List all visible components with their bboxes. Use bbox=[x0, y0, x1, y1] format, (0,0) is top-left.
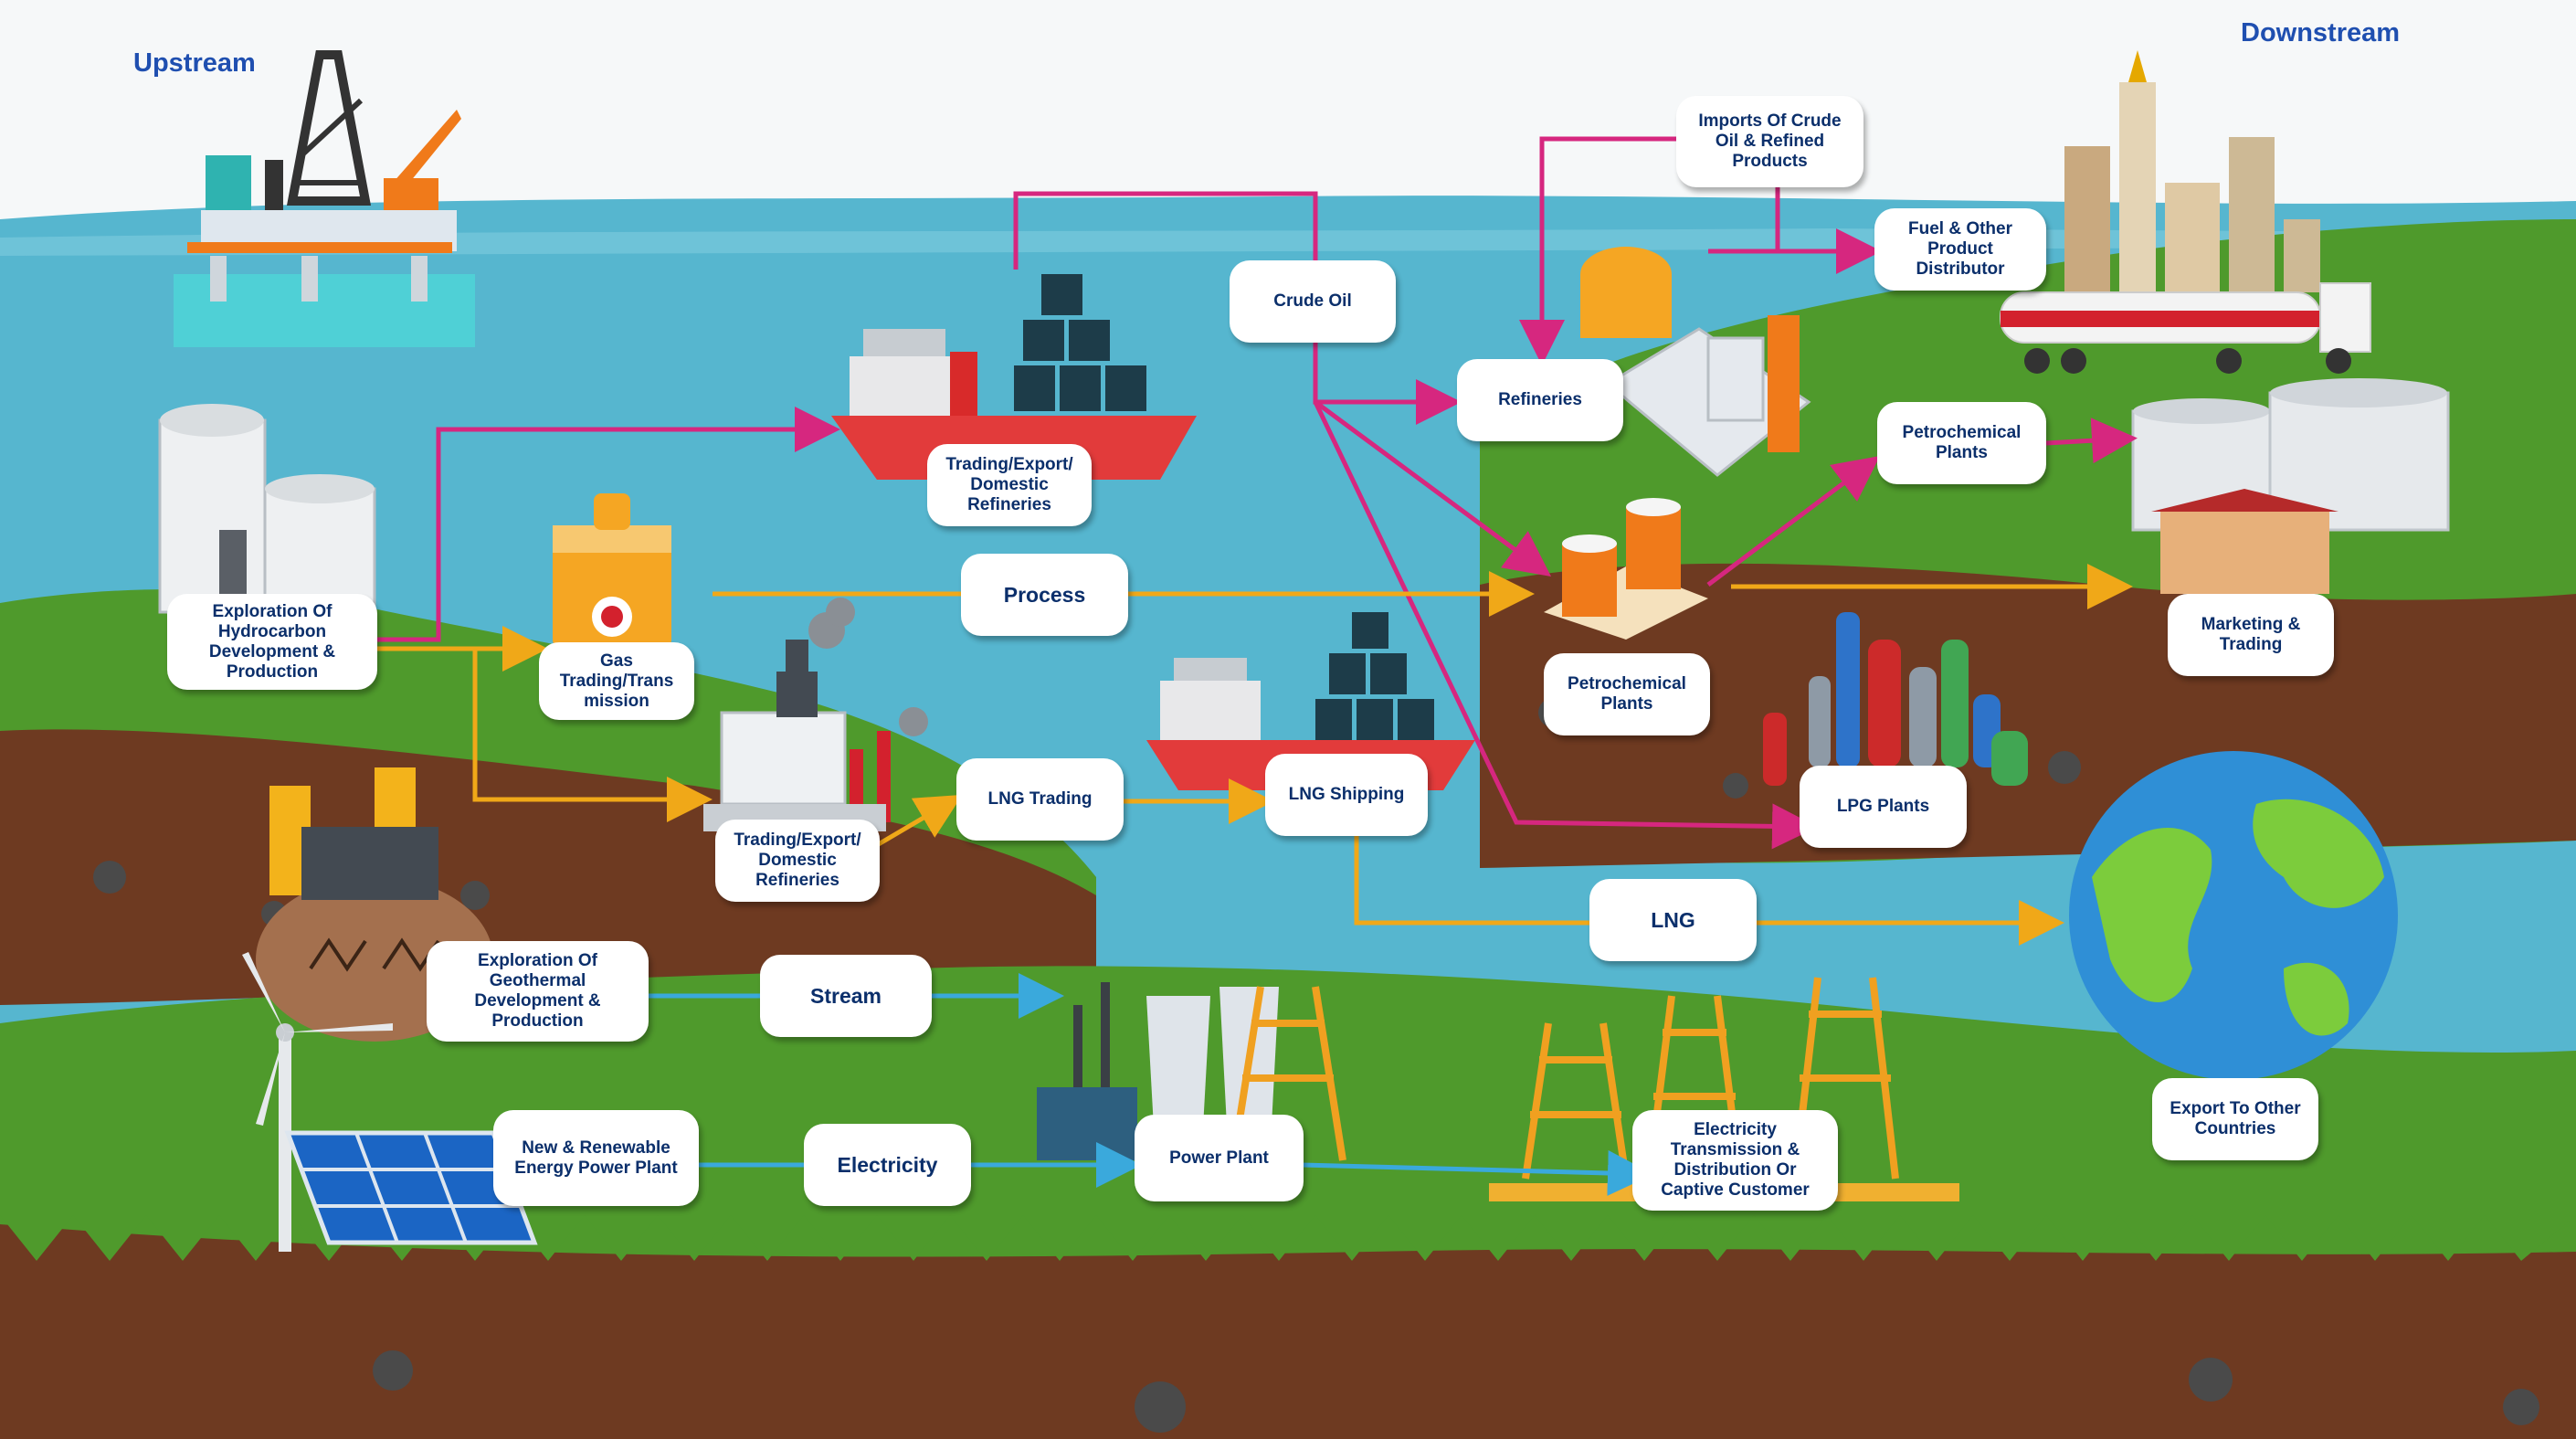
node-refineries: Refineries bbox=[1457, 359, 1623, 441]
transmission-tower-icon bbox=[1230, 977, 1899, 1180]
node-marketing-trading: Marketing & Trading bbox=[2168, 594, 2334, 676]
node-electricity-transmission: Electricity Transmission & Distribution … bbox=[1632, 1110, 1838, 1211]
globe-icon bbox=[2069, 751, 2398, 1080]
node-crude-oil: Crude Oil bbox=[1230, 260, 1396, 343]
node-petrochemical-plants-right: Petrochemical Plants bbox=[1877, 402, 2046, 484]
node-lng-trading: LNG Trading bbox=[956, 758, 1124, 841]
gas-flows bbox=[377, 564, 2133, 946]
solar-panel-icon bbox=[284, 1130, 538, 1245]
city-icon bbox=[2064, 50, 2320, 292]
factory-icon bbox=[703, 598, 928, 831]
storage-tanks-icon bbox=[1544, 498, 1708, 640]
refinery-icon bbox=[1580, 247, 1811, 477]
node-exploration-geothermal: Exploration Of Geothermal Development & … bbox=[427, 941, 649, 1042]
node-exploration-hydrocarbon: Exploration Of Hydrocarbon Development &… bbox=[167, 594, 377, 690]
node-stream: Stream bbox=[760, 955, 932, 1037]
node-lng-shipping: LNG Shipping bbox=[1265, 754, 1428, 836]
node-gas-trading: Gas Trading/Trans mission bbox=[539, 642, 694, 720]
node-electricity: Electricity bbox=[804, 1124, 971, 1206]
node-trading-refineries-mid: Trading/Export/ Domestic Refineries bbox=[715, 820, 880, 902]
node-petrochemical-plants-mid: Petrochemical Plants bbox=[1544, 653, 1710, 735]
oil-truck-icon bbox=[2000, 282, 2371, 374]
node-fuel-distributor: Fuel & Other Product Distributor bbox=[1874, 208, 2046, 291]
node-lng: LNG bbox=[1589, 879, 1757, 961]
offshore-rig-icon bbox=[174, 50, 475, 347]
node-new-renewable: New & Renewable Energy Power Plant bbox=[493, 1110, 699, 1206]
storage-tanks-icon bbox=[158, 404, 376, 614]
downstream-heading: Downstream bbox=[2241, 18, 2401, 48]
marketing-building-icon bbox=[2131, 378, 2450, 594]
node-trading-refineries-top: Trading/Export/ Domestic Refineries bbox=[927, 444, 1092, 526]
node-export-countries: Export To Other Countries bbox=[2152, 1078, 2318, 1160]
node-process: Process bbox=[961, 554, 1128, 636]
node-lpg-plants: LPG Plants bbox=[1800, 766, 1967, 848]
wind-turbine-icon bbox=[242, 952, 393, 1252]
node-power-plant: Power Plant bbox=[1135, 1115, 1304, 1201]
upstream-heading: Upstream bbox=[133, 48, 256, 78]
crude-oil-flows bbox=[377, 136, 2138, 850]
node-imports: Imports Of Crude Oil & Refined Products bbox=[1676, 96, 1863, 187]
lpg-cylinders-icon bbox=[1763, 612, 2028, 786]
gas-tank-icon bbox=[553, 493, 671, 649]
